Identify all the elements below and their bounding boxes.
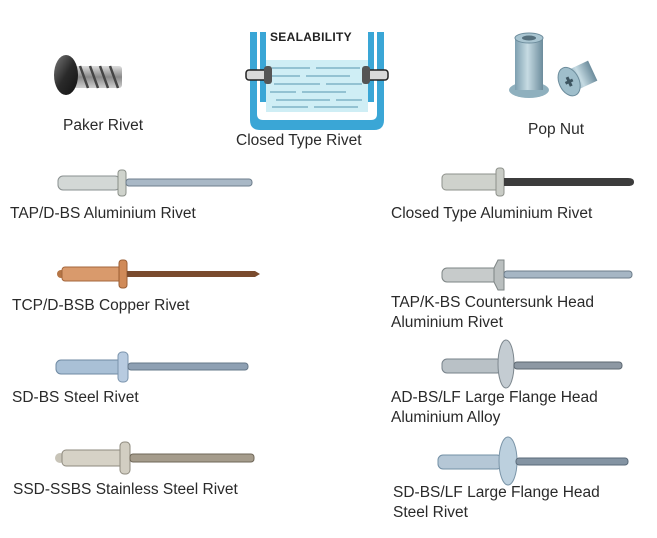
tap-k-bs-countersunk-rivet-label-line2: Aluminium Rivet <box>391 314 503 331</box>
tap-k-bs-countersunk-rivet-label-line1: TAP/K-BS Countersunk Head <box>391 294 595 311</box>
sealability-diagram <box>245 32 389 130</box>
closed-type-aluminium-rivet-image <box>441 167 634 197</box>
tcp-d-bsb-copper-rivet-image <box>57 259 260 289</box>
ad-bs-lf-large-flange-rivet-label-line1: AD-BS/LF Large Flange Head <box>391 389 598 406</box>
tap-d-bs-aluminium-rivet-label: TAP/D-BS Aluminium Rivet <box>10 205 196 222</box>
sealability-text: SEALABILITY <box>270 30 352 44</box>
paker-rivet-image <box>54 55 122 95</box>
ad-bs-lf-large-flange-rivet-label-line2: Aluminium Alloy <box>391 409 501 426</box>
tap-d-bs-aluminium-rivet-image <box>57 169 253 197</box>
tcp-d-bsb-copper-rivet-label: TCP/D-BSB Copper Rivet <box>12 297 190 314</box>
closed-type-rivet-label: Closed Type Rivet <box>236 132 362 149</box>
pop-nut-image <box>509 32 598 98</box>
paker-rivet-label: Paker Rivet <box>63 117 144 134</box>
ad-bs-lf-large-flange-rivet-image <box>441 339 623 389</box>
pop-nut-label: Pop Nut <box>528 121 585 138</box>
sd-bs-steel-rivet-image <box>55 351 249 383</box>
sd-bs-lf-large-flange-rivet-label-line1: SD-BS/LF Large Flange Head <box>393 484 600 501</box>
tap-k-bs-countersunk-rivet-image <box>441 259 633 291</box>
ssd-ssbs-stainless-steel-rivet-label: SSD-SSBS Stainless Steel Rivet <box>13 481 238 498</box>
sd-bs-lf-large-flange-rivet-image <box>437 436 629 486</box>
closed-type-aluminium-rivet-label: Closed Type Aluminium Rivet <box>391 205 593 222</box>
sd-bs-lf-large-flange-rivet-label-line2: Steel Rivet <box>393 504 468 521</box>
ssd-ssbs-stainless-steel-rivet-image <box>55 441 255 475</box>
sd-bs-steel-rivet-label: SD-BS Steel Rivet <box>12 389 139 406</box>
